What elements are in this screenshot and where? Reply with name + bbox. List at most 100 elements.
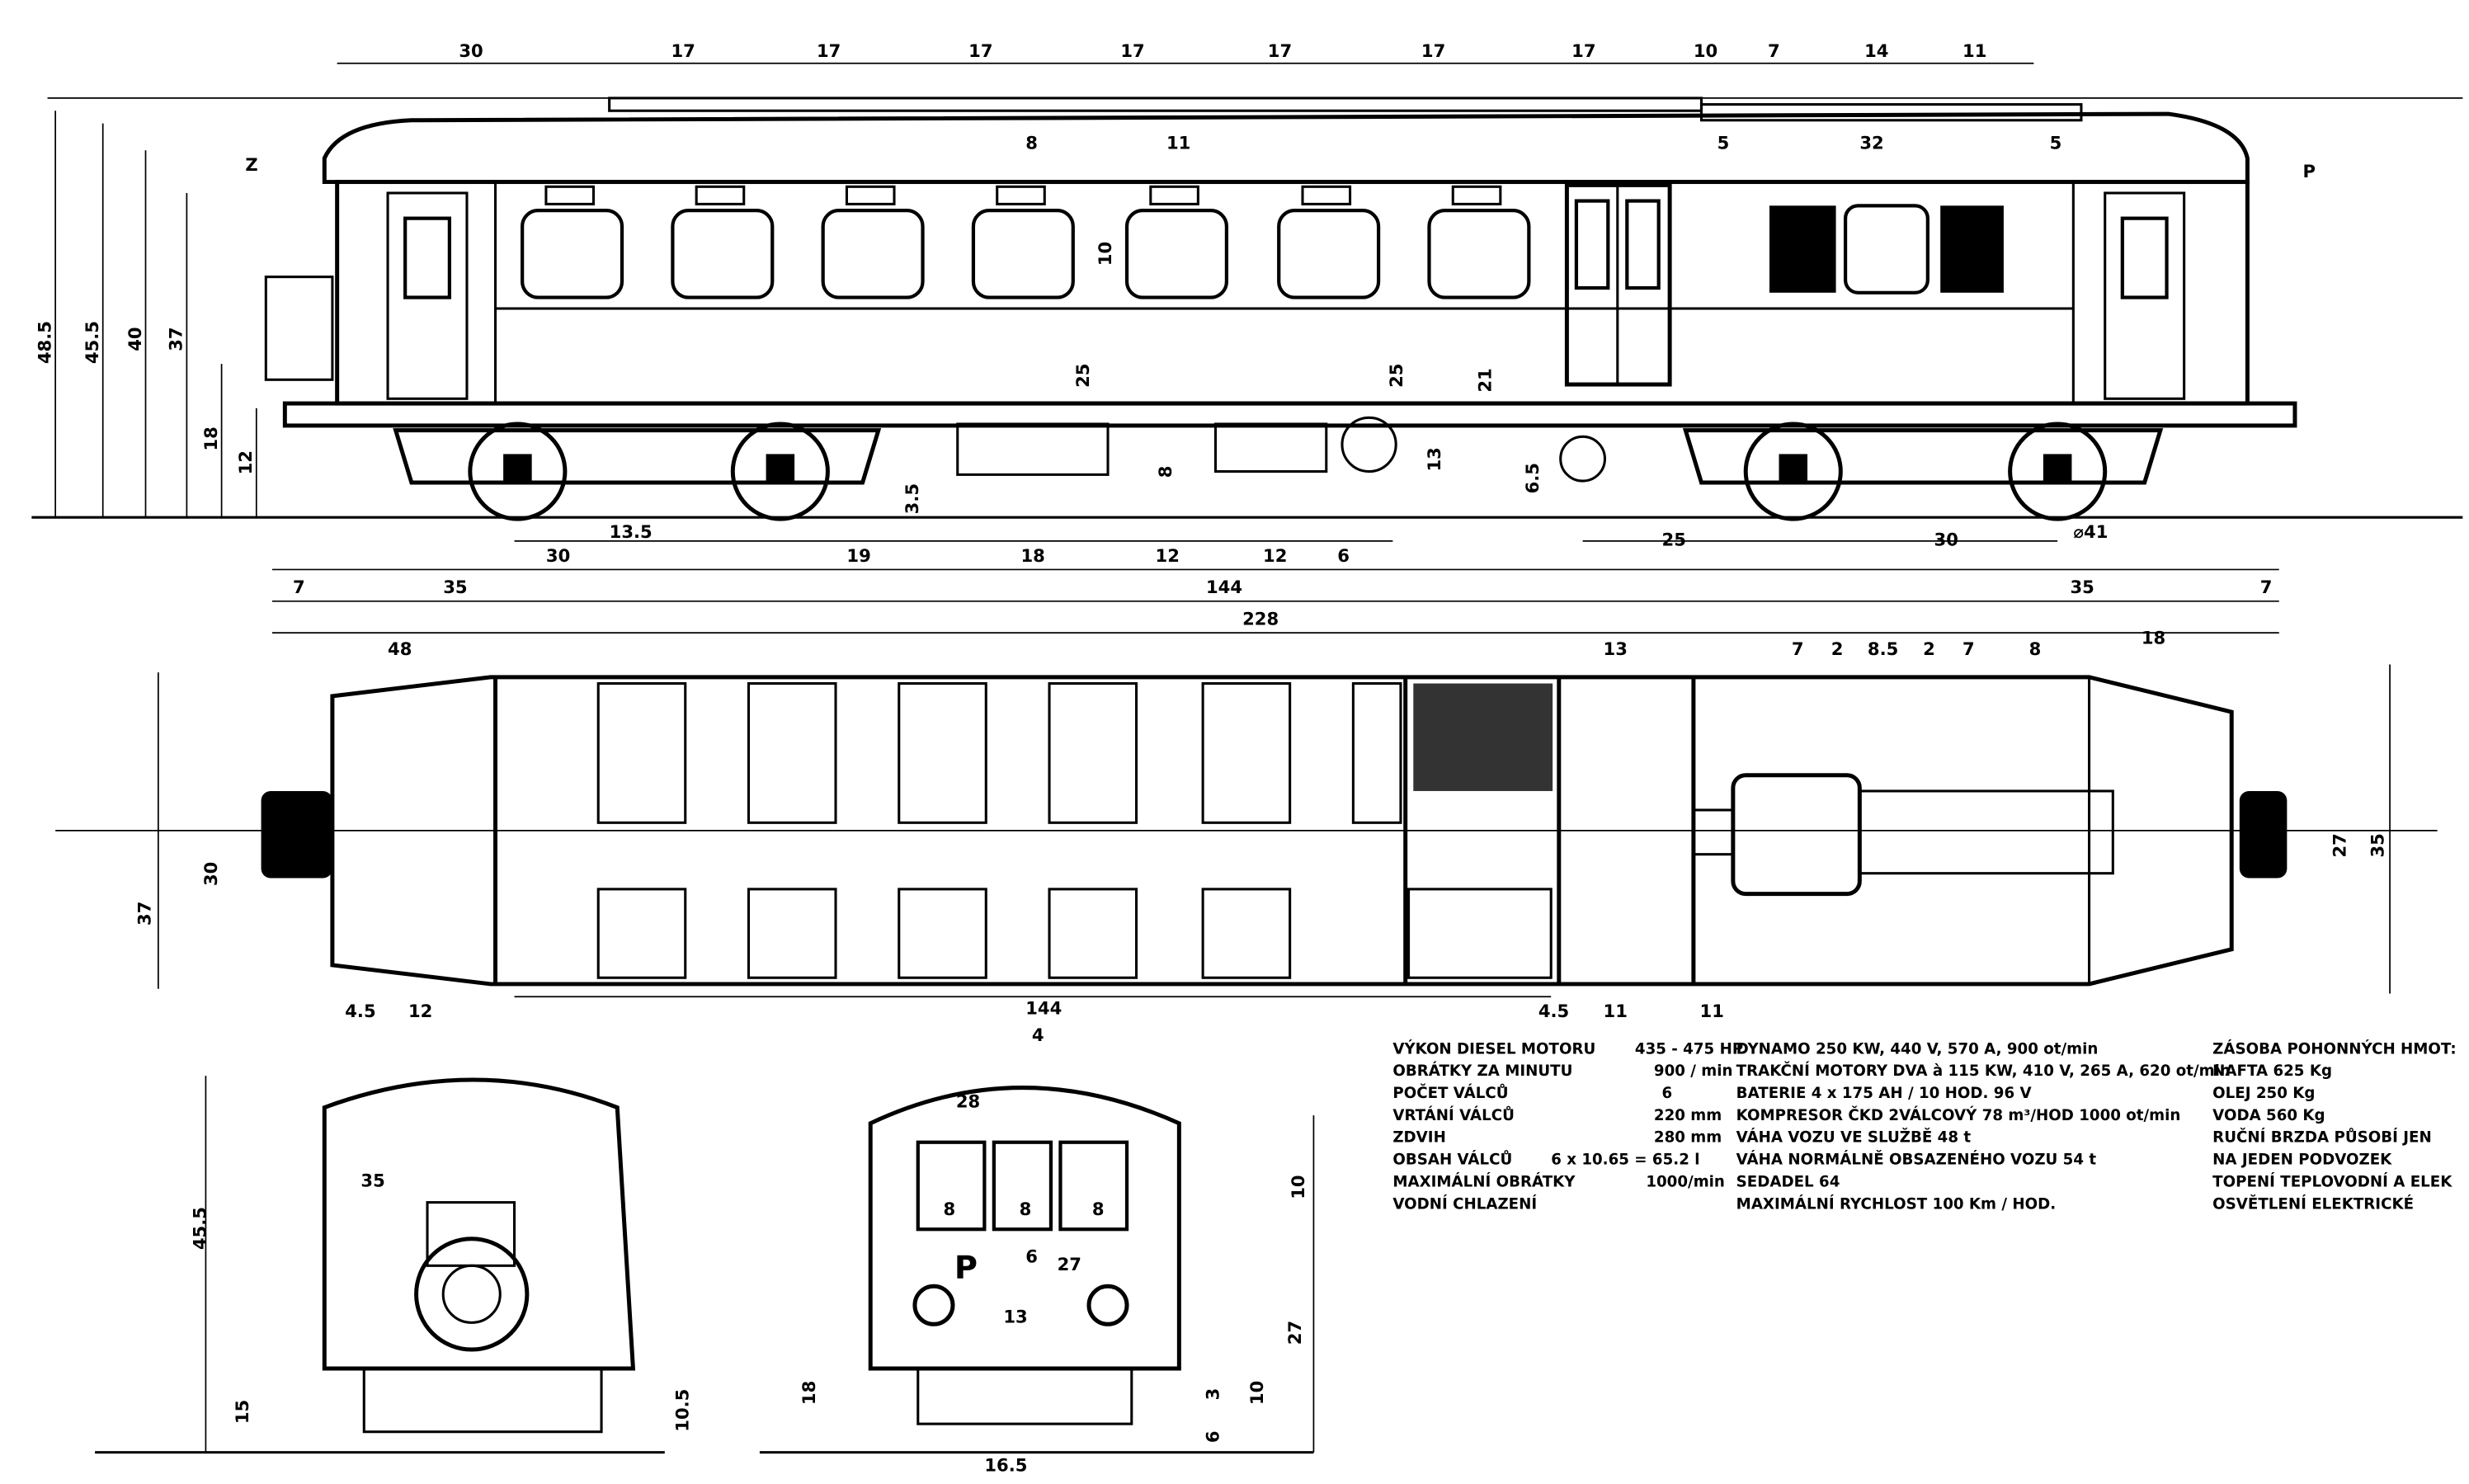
dimension-labels: Z P 30 17 17 17 17 17 17 17 10 7 14 11 8… [34,40,2387,1476]
dim-label: 45.5 [189,1207,210,1250]
spec-value: 6 x 10.65 = 65.2 l [1551,1152,1699,1169]
dim-label: 17 [671,40,695,61]
dim-label: 8 [2029,638,2042,659]
dim-label: 17 [968,40,992,61]
dim-label: 6.5 [1522,463,1543,493]
engine-specs: VÝKON DIESEL MOTORU 435 - 475 HP OBRÁTKY … [1392,1039,1743,1213]
dim-label: 48.5 [34,321,54,364]
dim-label: 144 [1025,997,1062,1018]
engine-unit [1692,773,2114,897]
louvre-grille [1940,205,2004,293]
dim-label: 7 [1768,40,1780,61]
spec-line: DYNAMO 250 KW, 440 V, 570 A, 900 ot/min [1736,1040,2099,1058]
spec-label: POČET VÁLCŮ [1392,1083,1508,1102]
dim-label: 12 [235,450,256,474]
marker-p: P [2303,161,2316,181]
dim-label: 17 [1268,40,1292,61]
dim-label: 7 [1792,638,1804,659]
spec-value: 900 / min [1654,1062,1733,1080]
dim-label: 30 [1934,530,1958,550]
louvre-grille [1769,205,1836,293]
spec-line: SEDADEL 64 [1736,1173,1840,1190]
dim-label: 6 [1202,1430,1223,1443]
roof-conduit [608,97,1703,112]
spec-line: VÁHA NORMÁLNĚ OBSAZENÉHO VOZU 54 t [1736,1151,2097,1169]
spec-line: VÁHA VOZU VE SLUŽBĚ 48 t [1736,1128,1972,1147]
dim-label: 4.5 [345,1001,375,1021]
spec-label: OBSAH VÁLCŮ [1392,1150,1512,1169]
spec-value: 435 - 475 HP [1635,1040,1743,1058]
dim-label: 13.5 [610,521,653,542]
dim-label: 18 [200,426,221,450]
bogie-rear [1682,422,2164,521]
car-floor-plan [330,675,2234,987]
dim-label: 8.5 [1868,638,1898,659]
cab-door-right [2104,191,2186,400]
supplies-specs: ZÁSOBA POHONNÝCH HMOT: NAFTA 625 Kg OLEJ… [2212,1039,2456,1213]
spec-label: VÝKON DIESEL MOTORU [1392,1039,1595,1058]
dim-label: 30 [459,40,483,61]
spec-label: OBRÁTKY ZA MINUTU [1392,1062,1572,1080]
dim-label: 18 [2142,628,2165,648]
dim-label: 21 [1474,368,1495,392]
spec-label: ZDVIH [1392,1129,1445,1147]
dim-label: 25 [1072,364,1093,388]
dim-label: 27 [1058,1254,1081,1274]
spec-line: VODA 560 Kg [2212,1107,2325,1124]
dim-label: 16.5 [984,1455,1027,1476]
dim-label: 13 [1604,638,1628,659]
dim-label: 28 [956,1091,980,1112]
cab-door-left [386,191,469,400]
side-elevation [31,62,2463,634]
dim-label: 17 [1571,40,1595,61]
spec-value: 1000/min [1646,1173,1725,1190]
dim-label: 30 [546,545,570,566]
dim-label: 12 [1156,545,1180,566]
spec-label: VODNÍ CHLAZENÍ [1392,1194,1537,1213]
dim-label: 17 [817,40,841,61]
seat-rows [596,682,1553,979]
dim-label: 6 [1025,1246,1038,1266]
dim-label: 37 [134,902,154,926]
spec-line: NA JEDEN PODVOZEK [2212,1152,2392,1169]
dim-label-overall-length: 228 [1242,609,1279,629]
marker-z: Z [245,154,257,175]
underframe [282,401,2297,428]
spec-value: 6 [1662,1085,1673,1102]
spec-line: OLEJ 250 Kg [2212,1085,2315,1102]
dim-label: 19 [846,545,870,566]
roof [322,111,2250,185]
bogie-front [393,422,882,521]
spec-line: TRAKČNÍ MOTORY DVA à 115 KW, 410 V, 265 … [1736,1062,2231,1080]
dim-label: 45.5 [82,321,102,364]
dim-label: 13 [1003,1306,1027,1326]
dim-label: 37 [166,327,186,351]
spec-line: RUČNÍ BRZDA PŮSOBÍ JEN [2212,1128,2432,1147]
dim-label: 14 [1864,40,1888,61]
radiator [264,276,334,381]
dim-label: 4.5 [1538,1001,1569,1021]
dim-label: 10 [1095,242,1115,266]
dim-label: 12 [1263,545,1287,566]
dim-label: 11 [1962,40,1986,61]
dim-label: 7 [1962,638,1975,659]
dim-label: 35 [2071,577,2094,597]
spec-line: ZÁSOBA POHONNÝCH HMOT: [2212,1039,2456,1058]
end-view-rear [95,1076,665,1454]
dim-label: 35 [360,1170,384,1190]
dim-label: 18 [1020,545,1044,566]
dim-label: 35 [2367,833,2387,857]
dim-label: 8 [1025,132,1038,153]
dim-label: 27 [2329,833,2349,857]
spec-line: OSVĚTLENÍ ELEKTRICKÉ [2212,1194,2414,1213]
dim-label: 25 [1662,530,1686,550]
marker-p: P [954,1250,978,1287]
dim-label: 10.5 [672,1389,693,1432]
dim-label: 6 [1337,545,1350,566]
toilet-floor [1413,683,1553,791]
dim-label: 8 [1020,1199,1032,1219]
spec-line: TOPENÍ TEPLOVODNÍ A ELEK [2212,1172,2453,1190]
dim-label: 7 [293,577,305,597]
dim-label: 12 [408,1001,432,1021]
